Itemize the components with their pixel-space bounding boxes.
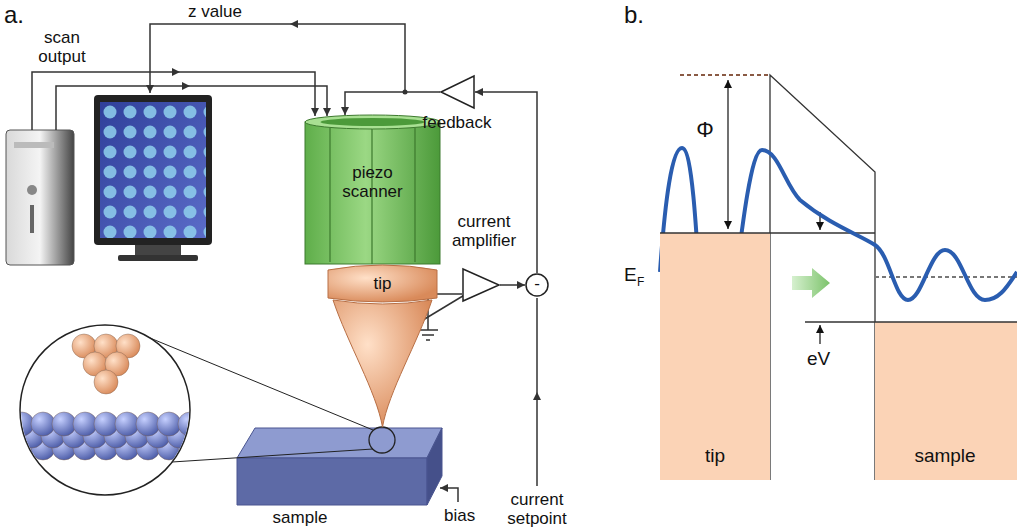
zoom-leader [150,338,373,462]
current-amplifier: current amplifier [462,268,500,302]
signal-wire [345,92,440,115]
signal-name: bias [444,506,504,525]
bias-wire [440,488,458,502]
fermi-level-subscript: F [637,276,649,289]
node-text: sample [895,445,995,466]
sample-block: sample [230,420,445,528]
signal-name: scan output [30,28,94,66]
computer-tower [6,130,74,265]
sample-block [237,428,442,505]
node-text: feedback [402,113,512,132]
node-text: tip [355,274,410,293]
sample-band: sample [875,322,1017,480]
scan-wire [56,86,327,130]
node-text: current amplifier [434,212,534,250]
piezo-scanner: piezo scanner [305,115,440,265]
node-text: tip [675,445,755,466]
bias-energy-symbol: eV [807,348,841,369]
fermi-level-symbol: E [624,264,638,285]
signal-wire [500,284,525,286]
feedback-amplifier-outline [440,75,475,109]
scanning-tip: tip [325,262,440,427]
piezo-cylinder [305,122,440,264]
scan-wire [32,72,315,130]
tip-band-outline [660,233,770,480]
computer-monitor [94,95,212,245]
node-text: sample [260,508,340,527]
current-amplifier-outline [462,268,500,302]
signal-name: current setpoint [490,490,584,528]
zoom-inset [10,325,212,495]
work-function-symbol: Φ [690,118,720,143]
node-text: - [525,274,549,293]
feedback-amplifier: feedback [440,75,475,109]
node-text: piezo scanner [322,163,423,201]
energy-diagram [660,75,1017,480]
tip-band: tip [660,233,770,480]
panel-letter: b. [624,2,664,29]
subtractor: - [525,273,549,297]
signal-name: z value [170,2,260,21]
z-value-wire [150,24,405,93]
panel-letter: a. [4,2,44,29]
